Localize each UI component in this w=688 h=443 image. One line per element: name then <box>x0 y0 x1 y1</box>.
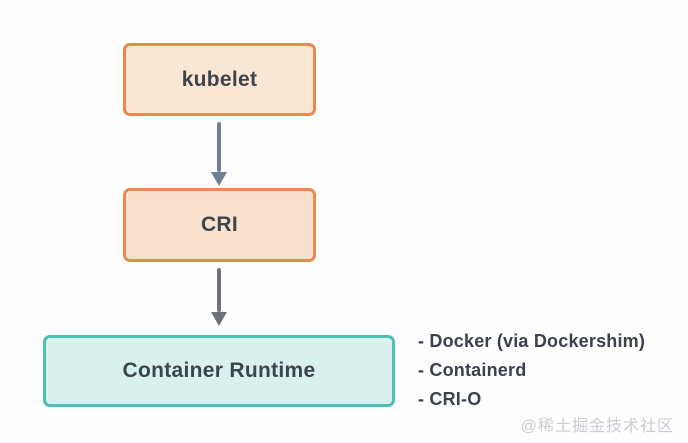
list-item: - Docker (via Dockershim) <box>418 331 646 351</box>
watermark: @稀土掘金技术社区 <box>520 418 674 435</box>
node-cri: CRI <box>123 188 316 262</box>
list-item: - CRI-O <box>418 389 482 409</box>
arrow-shaft <box>217 122 221 172</box>
arrow-shaft <box>217 268 221 312</box>
list-item: - Containerd <box>418 360 527 380</box>
arrow-cri-to-container-runtime <box>211 268 227 326</box>
node-cri-label: CRI <box>200 213 239 236</box>
runtime-options-list: - Docker (via Dockershim) - Containerd -… <box>418 327 645 414</box>
arrow-down-icon <box>211 172 227 186</box>
node-container-runtime-label: Container Runtime <box>122 359 316 382</box>
arrow-kubelet-to-cri <box>211 122 227 186</box>
node-container-runtime: Container Runtime <box>43 335 395 407</box>
arrow-down-icon <box>211 312 227 326</box>
node-kubelet-label: kubelet <box>181 67 258 91</box>
node-kubelet: kubelet <box>123 43 316 116</box>
